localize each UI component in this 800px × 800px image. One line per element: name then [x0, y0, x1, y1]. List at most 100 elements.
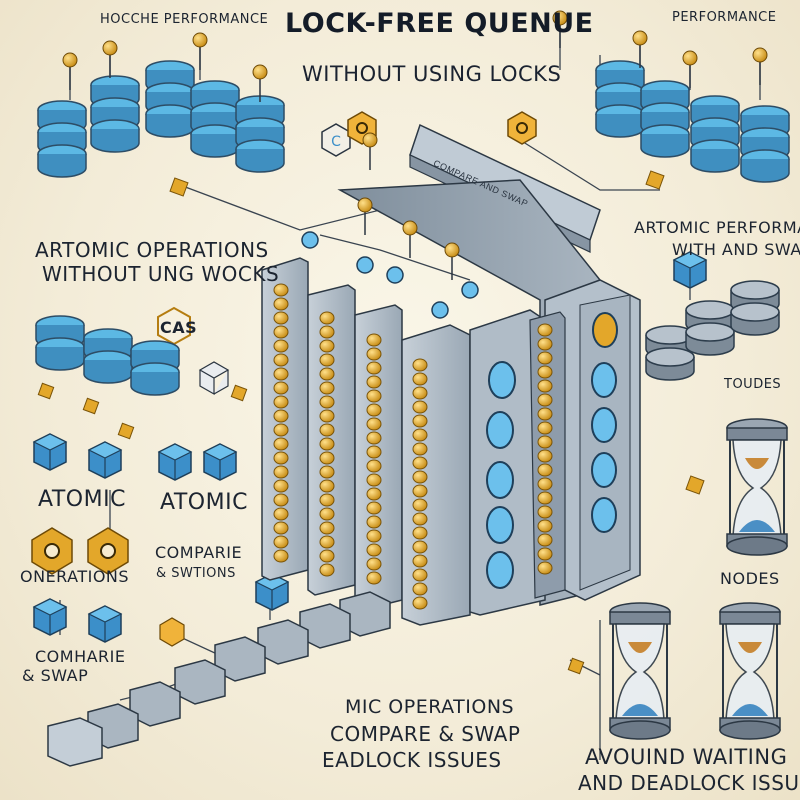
label-and-swap: & SWAP: [22, 666, 89, 685]
node-bead: [537, 533, 553, 547]
node-bead: [319, 563, 335, 577]
node-bead: [273, 535, 289, 549]
node-bead: [273, 423, 289, 437]
node-labels: [486, 312, 618, 589]
node-bead: [412, 554, 428, 568]
node-bead: [366, 347, 382, 361]
label-performance: PERFORMANCE: [672, 10, 777, 25]
node-bead: [366, 543, 382, 557]
node-bead: [366, 403, 382, 417]
node-bead: [412, 596, 428, 610]
node-bead: [537, 477, 553, 491]
node-bead: [412, 582, 428, 596]
node-bead: [366, 361, 382, 375]
database-icon: [37, 60, 285, 178]
node-bead: [366, 473, 382, 487]
node-bead: [537, 505, 553, 519]
pin-icon: [301, 132, 479, 319]
node-bead: [412, 428, 428, 442]
node-bead: [273, 507, 289, 521]
node-bead: [537, 337, 553, 351]
node-bead: [273, 465, 289, 479]
node-bead: [412, 456, 428, 470]
node-bead: [366, 459, 382, 473]
label-with-and-swap: WITH AND SWAP: [672, 240, 800, 259]
node-bead: [273, 339, 289, 353]
label-nodes: NODES: [720, 569, 780, 588]
node-bead: [412, 442, 428, 456]
node-bead: [273, 409, 289, 423]
node-bead: [537, 393, 553, 407]
node-bead: [412, 498, 428, 512]
node-bead: [366, 571, 382, 585]
node-bead: [412, 372, 428, 386]
node-bead: [319, 409, 335, 423]
label-cas: CAS: [160, 318, 198, 337]
node-bead: [412, 470, 428, 484]
node-column: [273, 283, 553, 610]
node-bead: [319, 325, 335, 339]
node-bead: [537, 365, 553, 379]
node-bead: [412, 400, 428, 414]
label-without-ung-wocks: WITHOUT UNG WOCKS: [42, 262, 280, 286]
node-bead: [537, 379, 553, 393]
page-subtitle: WITHOUT USING LOCKS: [302, 62, 562, 86]
node-bead: [273, 367, 289, 381]
node-bead: [366, 515, 382, 529]
node-bead: [273, 353, 289, 367]
node-bead: [537, 421, 553, 435]
node-bead: [273, 493, 289, 507]
node-bead: [366, 501, 382, 515]
node-bead: [366, 417, 382, 431]
node-bead: [537, 561, 553, 575]
node-bead: [537, 491, 553, 505]
node-bead: [319, 549, 335, 563]
page-title: LOCK-FREE QUENUE: [285, 8, 594, 39]
label-artomic-performance: ARTOMIC PERFORMANCE: [634, 218, 800, 237]
label-toudes: TOUDES: [724, 377, 782, 392]
svg-text:C: C: [331, 134, 341, 150]
node-bead: [319, 311, 335, 325]
node-bead: [273, 437, 289, 451]
node-bead: [319, 339, 335, 353]
node-bead: [319, 381, 335, 395]
queue-block-icon: [47, 591, 391, 767]
node-bead: [366, 487, 382, 501]
hexagon-icon: [31, 527, 129, 575]
node-bead: [537, 323, 553, 337]
hexagon-icon: C: [157, 111, 537, 346]
node-bead: [319, 493, 335, 507]
node-bead: [366, 557, 382, 571]
label-eadlock-issues: EADLOCK ISSUES: [322, 748, 502, 772]
node-bead: [319, 437, 335, 451]
node-bead: [319, 521, 335, 535]
queue-towers: [261, 123, 641, 626]
label-and-deadlock-issues: AND DEADLOCK ISSUES: [578, 771, 800, 795]
node-bead: [273, 479, 289, 493]
node-bead: [319, 367, 335, 381]
node-bead: [366, 375, 382, 389]
node-bead: [366, 445, 382, 459]
node-bead: [273, 521, 289, 535]
node-bead: [273, 311, 289, 325]
node-bead: [537, 547, 553, 561]
node-bead: [537, 351, 553, 365]
node-bead: [537, 449, 553, 463]
node-bead: [273, 395, 289, 409]
node-bead: [319, 535, 335, 549]
node-bead: [537, 463, 553, 477]
node-bead: [273, 381, 289, 395]
node-bead: [412, 386, 428, 400]
node-bead: [412, 526, 428, 540]
label-compare-swap: COMPARE & SWAP: [330, 722, 521, 746]
node-bead: [273, 283, 289, 297]
node-bead: [412, 568, 428, 582]
hourglass-icon: [599, 418, 788, 760]
label-comparie: COMPARIE: [155, 543, 243, 562]
node-bead: [537, 519, 553, 533]
node-bead: [319, 465, 335, 479]
label-mic-operations: MIC OPERATIONS: [345, 696, 515, 718]
node-bead: [319, 451, 335, 465]
